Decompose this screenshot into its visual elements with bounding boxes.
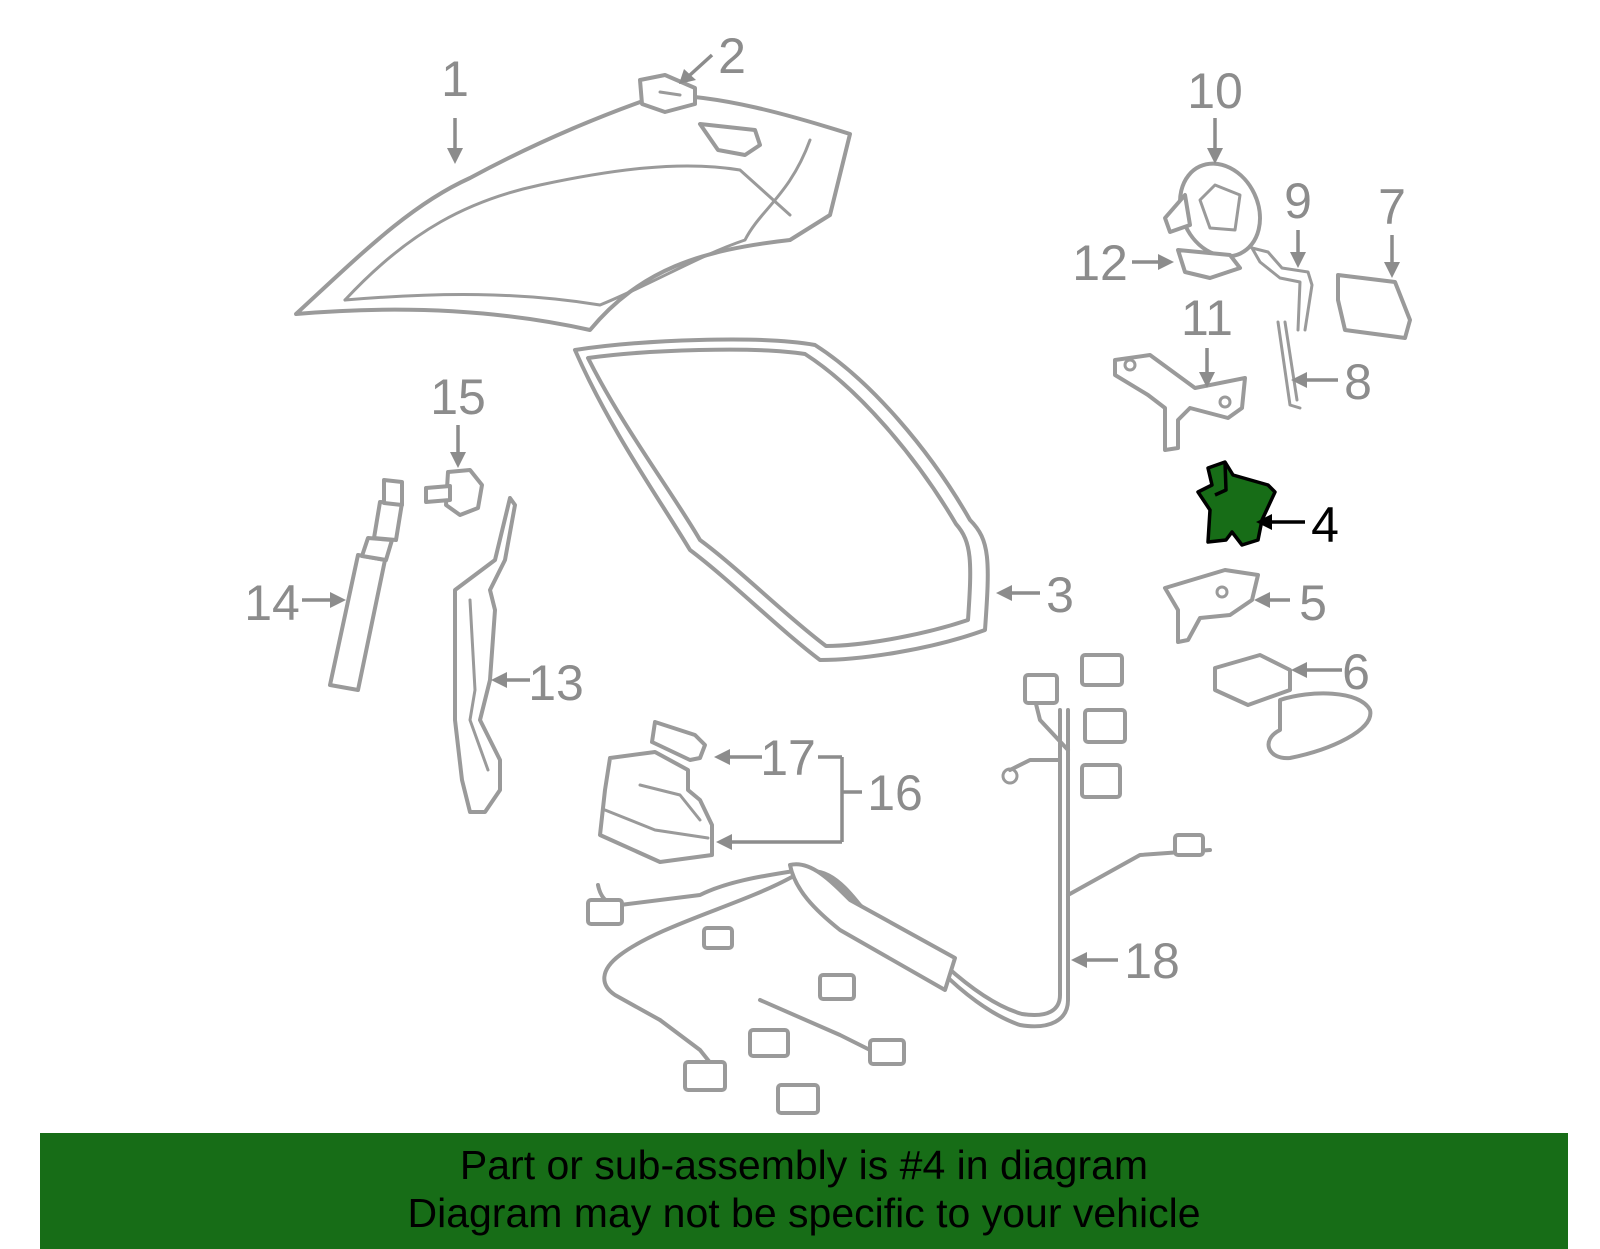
callout-13: 13	[528, 655, 584, 711]
callout-18: 18	[1124, 933, 1180, 989]
part-15-ball-stud[interactable]	[424, 468, 484, 517]
callout-17: 17	[760, 730, 816, 786]
part-12-clip[interactable]	[1176, 248, 1242, 280]
part-18-wiring-harness[interactable]	[586, 653, 1212, 1115]
part-13-hinge[interactable]	[453, 496, 517, 814]
callout-7: 7	[1378, 179, 1406, 235]
part-7-cover[interactable]	[1336, 273, 1412, 340]
part-5-latch[interactable]	[1163, 568, 1260, 644]
callout-8: 8	[1344, 354, 1372, 410]
part-16-license-lamp[interactable]	[598, 750, 714, 864]
callout-6: 6	[1342, 644, 1370, 700]
part-11-bracket[interactable]	[1113, 353, 1247, 452]
callout-1: 1	[441, 51, 469, 107]
callout-14: 14	[244, 575, 300, 631]
leader-lines	[302, 53, 1400, 968]
part-6-switch[interactable]	[1213, 653, 1373, 761]
callout-4: 4	[1311, 497, 1339, 553]
part-8-rod[interactable]	[1276, 320, 1302, 410]
callout-9: 9	[1284, 173, 1312, 229]
callout-5: 5	[1299, 575, 1327, 631]
banner-line-2: Diagram may not be specific to your vehi…	[407, 1190, 1201, 1236]
callout-2: 2	[718, 28, 746, 84]
callout-16: 16	[867, 765, 923, 821]
part-9-link[interactable]	[1250, 246, 1314, 332]
callout-15: 15	[430, 369, 486, 425]
callout-10: 10	[1187, 63, 1243, 119]
part-14-gas-strut[interactable]	[328, 478, 404, 692]
part-1-trunk-lid[interactable]	[294, 93, 852, 332]
callout-numbers: 1 2 3 4 5 6 7 8 9 10 11 12 13 14 15 16 1…	[244, 28, 1406, 989]
banner-line-1: Part or sub-assembly is #4 in diagram	[459, 1142, 1149, 1188]
callout-3: 3	[1046, 567, 1074, 623]
info-banner: Part or sub-assembly is #4 in diagram Di…	[40, 1133, 1568, 1249]
callout-11: 11	[1181, 290, 1233, 346]
part-2-bump-stop[interactable]	[638, 73, 697, 114]
part-10-emblem[interactable]	[1163, 150, 1275, 269]
callout-12: 12	[1072, 235, 1128, 291]
part-3-weatherstrip[interactable]	[573, 337, 990, 662]
part-17-bulb[interactable]	[650, 720, 707, 762]
part-4-latch-bracket[interactable]	[1196, 460, 1277, 547]
